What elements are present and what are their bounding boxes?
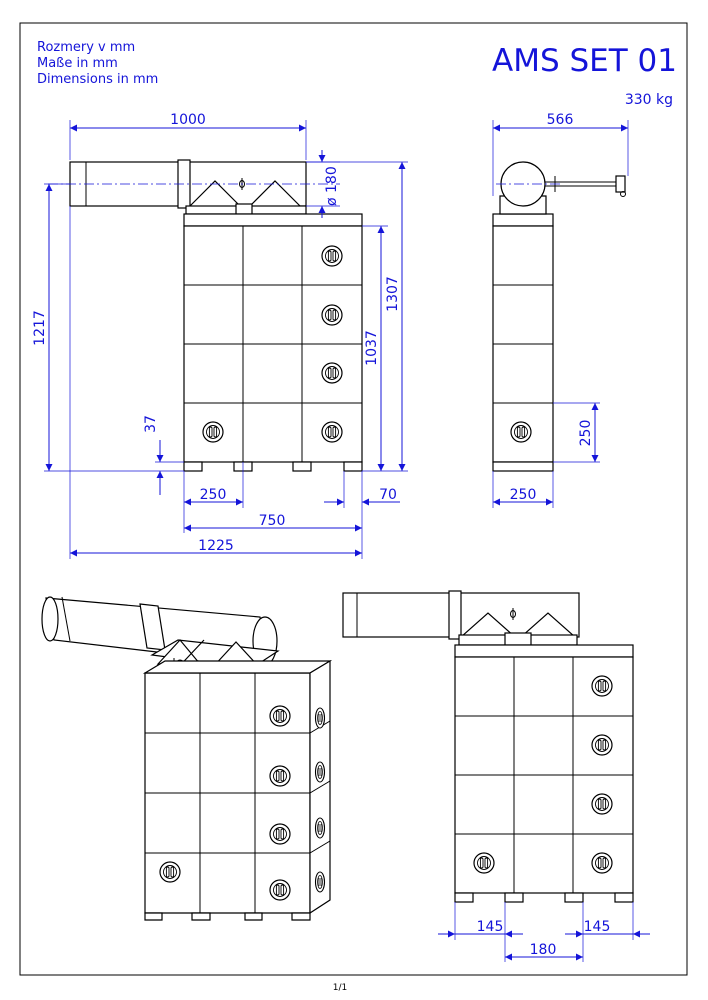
dim-side-height-250: 250 [578, 420, 594, 447]
handle-icon [314, 817, 326, 839]
dim-pipe-length: 1000 [170, 112, 206, 128]
handle-icon [159, 861, 181, 883]
handle-icon [321, 421, 343, 443]
dim-module-250: 250 [200, 487, 227, 503]
dim-rear-right-145: 145 [584, 919, 611, 935]
dim-rear-center-180: 180 [530, 942, 557, 958]
handle-icon [591, 734, 613, 756]
rear-view-dimensions: 145 145 180 [438, 902, 650, 962]
units-line-2: Maße in mm [37, 56, 118, 71]
handle-icon [202, 421, 224, 443]
dim-pipe-diameter: ø 180 [324, 166, 340, 206]
isometric-view [41, 596, 333, 921]
rear-view [342, 590, 634, 903]
side-view-dimensions: 566 250 250 [492, 112, 629, 508]
dim-total-height: 1217 [32, 310, 48, 346]
dim-foot-37: 37 [143, 415, 159, 433]
handle-icon [269, 879, 291, 901]
side-view [492, 161, 626, 472]
handle-icon [321, 304, 343, 326]
front-view [69, 159, 363, 472]
dim-depth-566: 566 [547, 112, 574, 128]
dim-height-1307: 1307 [385, 276, 401, 312]
handle-icon [269, 705, 291, 727]
handle-icon [510, 421, 532, 443]
dim-side-width-250: 250 [510, 487, 537, 503]
dim-offset-70: 70 [379, 487, 397, 503]
units-line-3: Dimensions in mm [37, 72, 158, 87]
handle-icon [591, 852, 613, 874]
handle-icon [321, 362, 343, 384]
handle-icon [269, 823, 291, 845]
handle-icon [314, 707, 326, 729]
drawing-title: AMS SET 01 [492, 43, 677, 79]
units-line-1: Rozmery v mm [37, 40, 135, 55]
handle-icon [591, 793, 613, 815]
handle-icon [314, 761, 326, 783]
dim-height-1037: 1037 [364, 330, 380, 366]
drawing-border [19, 22, 688, 976]
dim-width-750: 750 [259, 513, 286, 529]
handle-icon [314, 871, 326, 893]
handle-icon [473, 852, 495, 874]
page-number: 1/1 [333, 983, 347, 993]
dim-rear-left-145: 145 [477, 919, 504, 935]
weight-label: 330 kg [625, 92, 673, 108]
front-view-dimensions: 1000 ø 180 1217 1307 1037 37 250 [32, 112, 408, 559]
handle-icon [591, 675, 613, 697]
handle-icon [269, 765, 291, 787]
dim-width-1225: 1225 [198, 538, 234, 554]
valve-icon [510, 608, 516, 620]
handle-icon [321, 245, 343, 267]
